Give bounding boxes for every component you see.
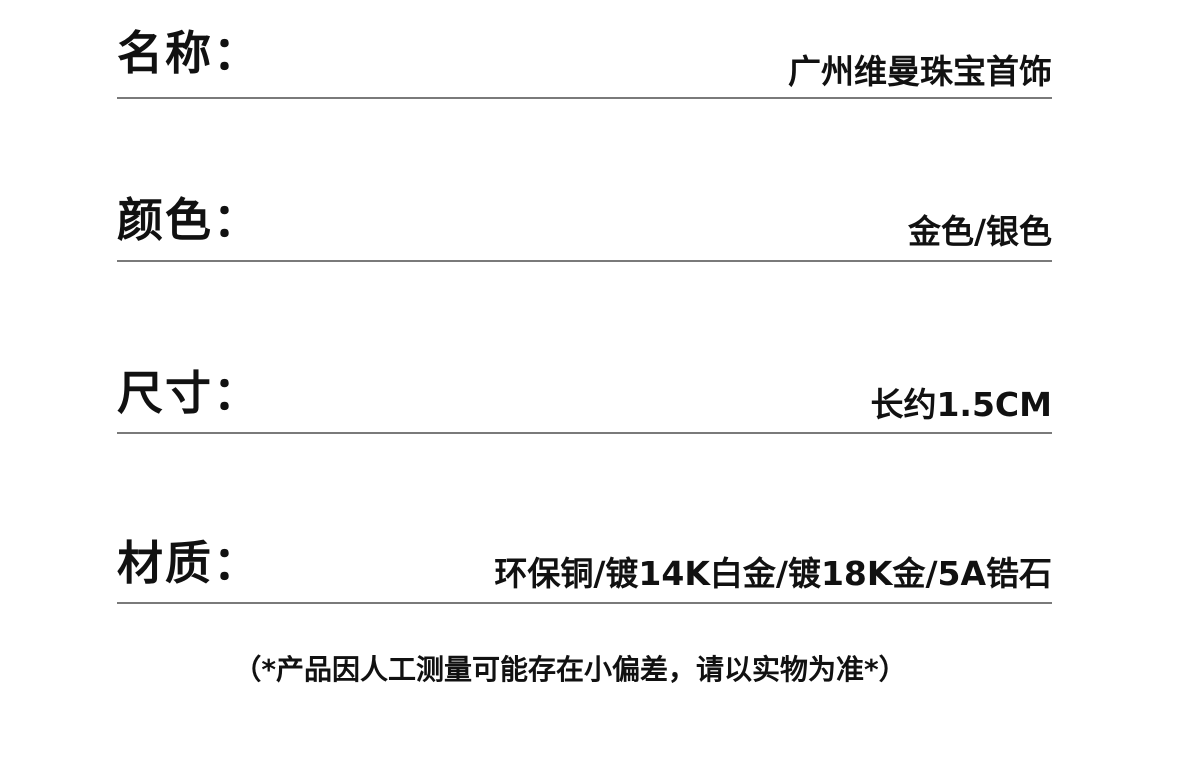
- spec-value-name: 广州维曼珠宝首饰: [788, 52, 1052, 91]
- spec-label-material: 材质：: [117, 536, 261, 590]
- spec-label-color: 颜色：: [117, 193, 261, 247]
- spec-label-name: 名称：: [117, 26, 261, 80]
- spec-value-color: 金色/银色: [907, 212, 1052, 251]
- spec-value-material: 环保铜/镀14K白金/镀18K金/5A锆石: [494, 554, 1052, 593]
- spec-label-size: 尺寸：: [117, 366, 261, 420]
- spec-value-size: 长约1.5CM: [870, 385, 1052, 424]
- disclaimer-note: （*产品因人工测量可能存在小偏差，请以实物为准*）: [233, 653, 907, 686]
- spec-row-material: 材质： 环保铜/镀14K白金/镀18K金/5A锆石: [117, 0, 1052, 604]
- spec-row-color: 颜色： 金色/银色: [117, 0, 1052, 262]
- spec-row-size: 尺寸： 长约1.5CM: [117, 0, 1052, 434]
- spec-row-name: 名称： 广州维曼珠宝首饰: [117, 0, 1052, 99]
